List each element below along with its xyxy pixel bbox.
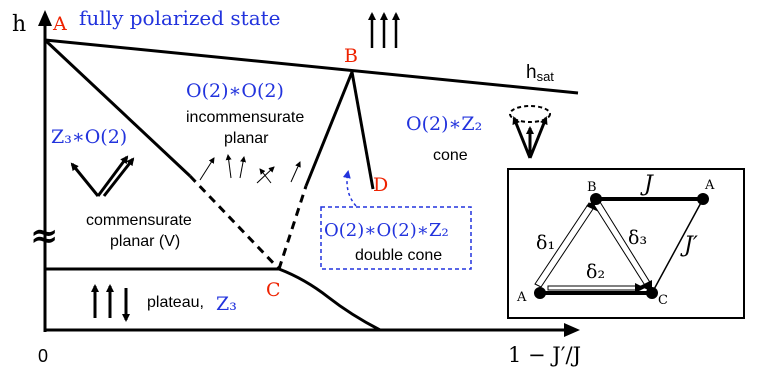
boundary-A-to-dashed (43, 38, 192, 178)
saturation-field-label: hsat (526, 62, 554, 84)
inset-label-B: B (587, 180, 597, 195)
plateau-label: plateau, (147, 294, 204, 311)
double-cone-pointer-arrow (342, 170, 357, 207)
cone-label: cone (433, 147, 468, 164)
incommensurate-spins-icon (199, 154, 301, 184)
site-B (590, 193, 602, 205)
z3-o2-symmetry-label: Z₃∗O(2) (51, 126, 127, 148)
fully-polarized-label: fully polarized state (79, 6, 280, 30)
double-cone-label: double cone (355, 247, 442, 264)
commensurate-planar-label: planar (V) (110, 233, 180, 250)
polarized-arrows-icon (368, 12, 400, 48)
inset-label-delta1: δ₁ (536, 232, 555, 254)
v-spin-icon (70, 155, 135, 197)
incommensurate-label: incommensurate (186, 109, 304, 126)
point-B-label: B (344, 45, 358, 67)
o2-o2-symmetry-label: O(2)∗O(2) (186, 80, 284, 102)
x-axis-arrowhead (564, 323, 580, 337)
point-A-label: A (52, 13, 67, 35)
inset-label-A-left: A (516, 290, 527, 305)
site-C (646, 287, 658, 299)
boundary-B-to-D (350, 71, 375, 190)
delta1-arrow (534, 202, 596, 288)
inset-label-delta2: δ₂ (586, 261, 605, 283)
inset-label-A-right: A (704, 178, 715, 193)
site-A-right (697, 193, 709, 205)
point-D-label: D (373, 174, 388, 196)
inset-label-C: C (658, 293, 668, 308)
lattice-inset: B A A C J J′ δ₁ δ₂ δ₃ (507, 168, 745, 319)
commensurate-label: commensurate (86, 212, 192, 229)
plateau-right-curve (278, 267, 381, 332)
incommensurate-planar-label: planar (224, 130, 269, 147)
axis-break-mark: ≈ (30, 216, 59, 256)
cone-spin-icon (509, 105, 551, 159)
up-up-down-icon (91, 284, 130, 322)
o2-z2-symmetry-label: O(2)∗Z₂ (406, 113, 482, 135)
site-A-left (534, 287, 546, 299)
inset-label-Jprime: J′ (680, 233, 698, 258)
boundary-C-to-B (304, 71, 354, 187)
inset-label-J: J (640, 172, 654, 197)
bond-C-A (651, 198, 704, 294)
boundary-dashed-right (277, 185, 308, 270)
origin-label: 0 (38, 346, 48, 366)
saturation-line (44, 38, 579, 95)
double-cone-box (320, 206, 472, 270)
x-axis-label: 1 − J′/J (508, 343, 581, 367)
delta2-arrow (547, 285, 641, 291)
plateau-symmetry-label: Z₃ (216, 293, 237, 315)
y-axis-label: h (12, 12, 26, 37)
y-axis-arrowhead (38, 10, 52, 26)
boundary-dashed-left (188, 174, 281, 271)
point-C-label: C (266, 279, 281, 301)
inset-label-delta3: δ₃ (628, 227, 647, 249)
double-cone-symmetry-label: O(2)∗O(2)∗Z₂ (324, 220, 449, 241)
